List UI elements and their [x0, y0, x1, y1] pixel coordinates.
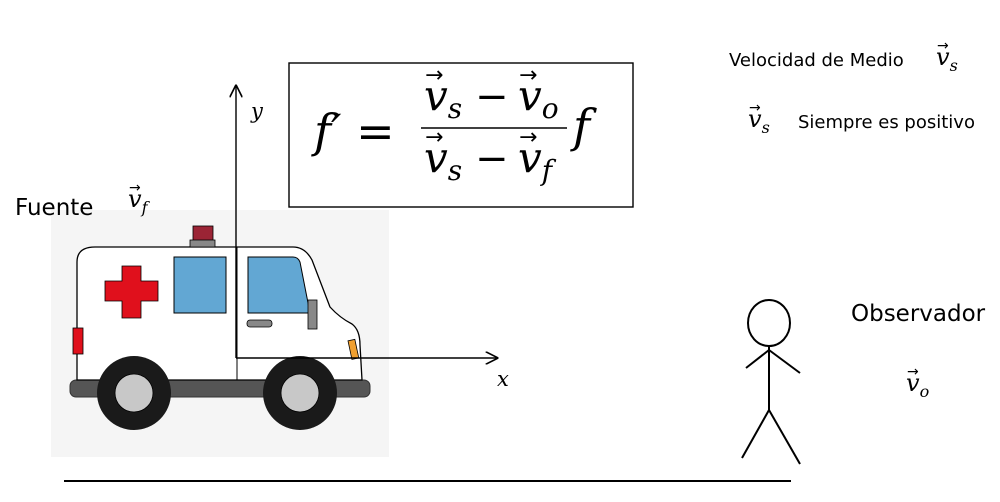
- numerator-vs: vs: [424, 71, 462, 125]
- source-velocity-symbol: vf →: [128, 180, 151, 217]
- x-axis-label: x: [497, 367, 509, 391]
- svg-text:vo: vo: [906, 369, 929, 401]
- formula-box: [288, 62, 634, 208]
- numerator-minus: −: [475, 74, 509, 120]
- svg-text:vs: vs: [748, 105, 770, 137]
- svg-text:→: →: [129, 180, 141, 196]
- always-positive-label: Siempre es positivo: [798, 112, 975, 133]
- siren-light: [192, 225, 214, 242]
- always-positive-symbol: vs →: [748, 100, 770, 137]
- front-wheel: [263, 356, 337, 430]
- rear-light: [72, 327, 84, 355]
- numerator-vec-o: →: [519, 63, 537, 88]
- side-mirror: [307, 299, 318, 330]
- denominator-vec-s: →: [425, 125, 443, 150]
- y-axis-label: y: [250, 99, 264, 123]
- observer-velocity-symbol: vo →: [906, 364, 929, 401]
- siren-base: [189, 239, 216, 248]
- rear-wheel: [97, 356, 171, 430]
- numerator-vec-s: →: [425, 63, 443, 88]
- observer-label: Observador: [851, 301, 986, 327]
- denominator-vs: vs: [424, 133, 462, 187]
- numerator-vo: vo: [518, 71, 559, 125]
- front-window: [247, 256, 311, 314]
- medium-velocity-label: Velocidad de Medio: [729, 50, 904, 71]
- svg-text:→: →: [937, 38, 949, 54]
- ambulance-icon: [69, 225, 371, 430]
- red-cross-icon: [104, 265, 159, 319]
- stick-figure-icon: [741, 299, 801, 465]
- door-handle: [246, 319, 273, 328]
- formula-lhs: f′ =: [311, 104, 395, 158]
- denominator-minus: −: [475, 136, 509, 182]
- svg-text:→: →: [907, 364, 919, 380]
- medium-velocity-symbol: vs →: [936, 38, 958, 75]
- denominator-vec-f: →: [519, 125, 537, 150]
- svg-text:vs: vs: [936, 43, 958, 75]
- svg-text:→: →: [749, 100, 761, 116]
- svg-text:vf: vf: [128, 185, 151, 217]
- doppler-formula: f′ = vs → − vo → vs → − vf → f: [311, 63, 597, 187]
- source-label: Fuente: [15, 195, 93, 221]
- rear-window: [173, 256, 227, 314]
